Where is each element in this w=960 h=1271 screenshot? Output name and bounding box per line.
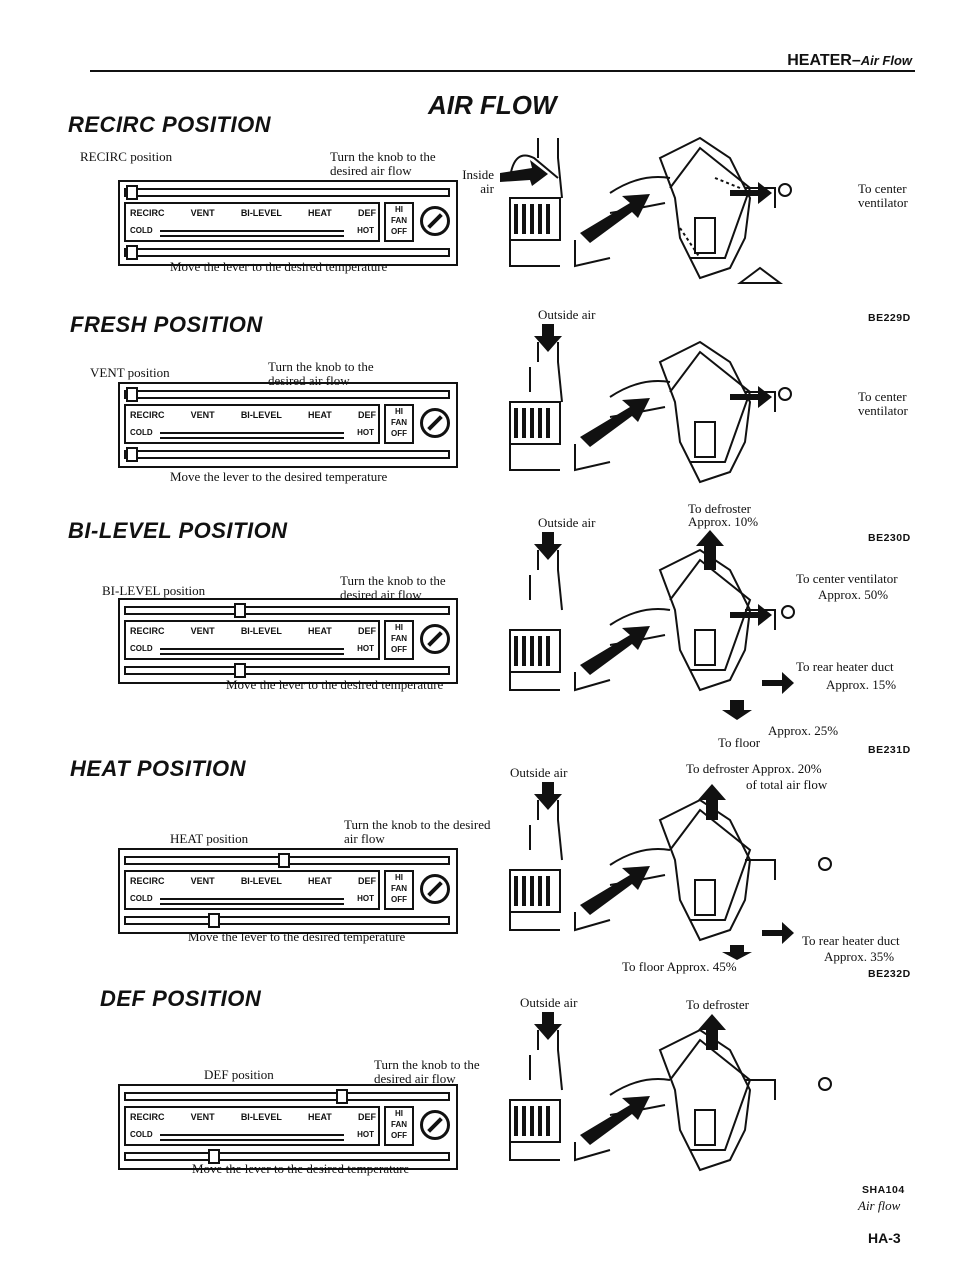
bilevel-defroster-pct: Approx. 10% (688, 514, 759, 529)
header-subtitle: Air Flow (860, 53, 912, 68)
temp-lever[interactable] (208, 913, 220, 928)
recirc-airflow-diagram (500, 136, 792, 284)
fresh-lever-label: Move the lever to the desired temperatur… (170, 469, 388, 484)
bilevel-code: BE231D (868, 744, 911, 756)
heat-floor: To floor Approx. 45% (622, 959, 737, 974)
heat-title: HEAT POSITION (70, 756, 246, 781)
fresh-position-label: VENT position (90, 365, 170, 380)
bilevel-floor: To floor (718, 735, 761, 750)
mode-lever[interactable] (278, 853, 290, 868)
heat-airflow-diagram (509, 782, 832, 960)
recirc-knob-label: Turn the knob to the desired air flow (330, 149, 436, 178)
heat-rear-duct: To rear heater duct (802, 933, 900, 948)
def-title: DEF POSITION (100, 986, 262, 1011)
heat-defroster: To defroster Approx. 20% (686, 761, 822, 776)
temp-lever[interactable] (208, 1149, 220, 1164)
def-knob-label: Turn the knob to the desired air flow (374, 1057, 480, 1086)
fresh-code: BE230D (868, 532, 911, 544)
def-airflow-diagram (509, 1012, 832, 1172)
recirc-center-vent: To center ventilator (858, 181, 908, 210)
fresh-center-vent: To center ventilator (858, 389, 908, 418)
bilevel-rear-duct: To rear heater duct (796, 659, 894, 674)
def-lever-label: Move the lever to the desired temperatur… (192, 1161, 410, 1176)
bilevel-outside-air: Outside air (538, 515, 596, 530)
fan-knob[interactable] (420, 1110, 450, 1140)
bilevel-lever-label: Move the lever to the desired temperatur… (226, 677, 444, 692)
header-title: HEATER (787, 52, 852, 69)
bilevel-airflow-diagram (509, 530, 795, 720)
heat-rear-pct: Approx. 35% (824, 949, 895, 964)
bilevel-title: BI-LEVEL POSITION (68, 518, 288, 543)
heat-lever-label: Move the lever to the desired temperatur… (188, 929, 406, 944)
fan-knob[interactable] (420, 624, 450, 654)
def-caption: Air flow (858, 1198, 901, 1213)
recirc-code: BE229D (868, 312, 911, 324)
bilevel-center-pct: Approx. 50% (818, 587, 889, 602)
bilevel-rear-pct: Approx. 15% (826, 677, 897, 692)
fresh-outside-air: Outside air (538, 307, 596, 322)
mode-lever[interactable] (336, 1089, 348, 1104)
bilevel-position-label: BI-LEVEL position (102, 583, 206, 598)
bilevel-center-vent: To center ventilator (796, 571, 898, 586)
fresh-title: FRESH POSITION (70, 312, 263, 337)
header-rule (90, 70, 915, 72)
fan-knob[interactable] (420, 408, 450, 438)
heat-code: BE232D (868, 968, 911, 980)
temp-lever[interactable] (126, 245, 138, 260)
fresh-knob-label: Turn the knob to the desired air flow (268, 359, 374, 388)
mode-lever[interactable] (234, 603, 246, 618)
fan-knob[interactable] (420, 874, 450, 904)
heat-position-label: HEAT position (170, 831, 249, 846)
def-position-label: DEF position (204, 1067, 274, 1082)
def-code: SHA104 (862, 1184, 905, 1196)
heat-outside-air: Outside air (510, 765, 568, 780)
main-title: AIR FLOW (428, 90, 557, 120)
def-defroster: To defroster (686, 997, 749, 1012)
heat-knob-label: Turn the knob to the desired air flow (344, 817, 491, 846)
page-header: HEATER–Air Flow (787, 52, 912, 69)
bilevel-floor-pct: Approx. 25% (768, 723, 839, 738)
mode-lever[interactable] (126, 185, 138, 200)
recirc-inside-air: Inside air (462, 167, 494, 196)
recirc-lever-label: Move the lever to the desired temperatur… (170, 259, 388, 274)
heat-defroster-note: of total air flow (746, 777, 828, 792)
temp-lever[interactable] (126, 447, 138, 462)
mode-lever[interactable] (126, 387, 138, 402)
temp-lever[interactable] (234, 663, 246, 678)
fresh-airflow-diagram (509, 324, 792, 484)
recirc-title: RECIRC POSITION (68, 112, 272, 137)
fan-knob[interactable] (420, 206, 450, 236)
bilevel-defroster: To defroster (688, 501, 751, 516)
page-number: HA-3 (868, 1230, 901, 1246)
def-outside-air: Outside air (520, 995, 578, 1010)
recirc-position-label: RECIRC position (80, 149, 173, 164)
